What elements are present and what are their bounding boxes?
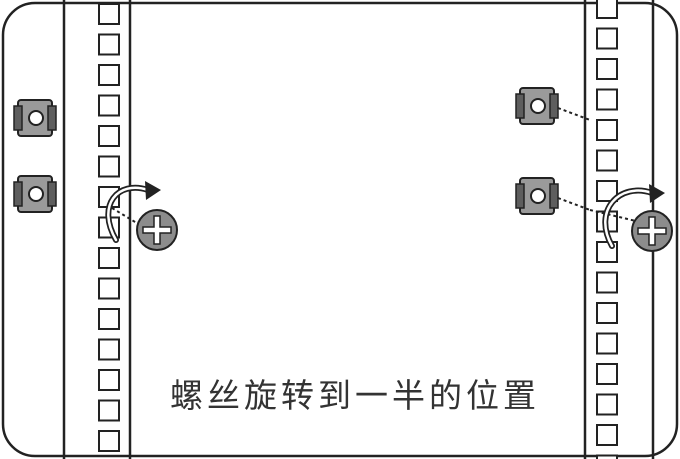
- cage-nut-icon: [13, 99, 57, 137]
- diagram-caption: 螺丝旋转到一半的位置: [170, 376, 540, 415]
- rail-hole: [98, 277, 120, 300]
- rail-hole: [596, 0, 618, 19]
- rail-hole: [596, 454, 618, 459]
- rail-hole: [596, 424, 618, 446]
- cage-nut-icon: [515, 87, 559, 125]
- right-rack-rail: [583, 0, 655, 459]
- rail-hole: [596, 363, 618, 385]
- rail-hole: [98, 125, 120, 147]
- rail-hole: [596, 27, 618, 50]
- rail-hole: [98, 3, 120, 25]
- rail-hole: [596, 149, 618, 172]
- rail-hole: [98, 155, 120, 178]
- rail-hole: [596, 180, 618, 202]
- screw-icon: [136, 209, 178, 251]
- rail-hole: [98, 430, 120, 452]
- rotation-arrow-icon: [105, 181, 161, 243]
- rail-hole: [596, 271, 618, 294]
- alignment-guide-lines: [111, 107, 641, 226]
- rail-hole: [596, 302, 618, 324]
- rail-hole: [596, 332, 618, 355]
- rail-hole: [596, 58, 618, 80]
- rail-hole: [596, 393, 618, 416]
- rotation-arrow-icon: [602, 184, 665, 249]
- rail-hole: [596, 88, 618, 111]
- rail-hole: [98, 308, 120, 330]
- rail-hole: [98, 338, 120, 361]
- cage-nut-icon: [13, 175, 57, 213]
- rail-hole: [98, 247, 120, 269]
- rail-hole: [98, 64, 120, 86]
- rail-hole: [596, 119, 618, 141]
- rail-hole: [98, 94, 120, 117]
- rail-hole: [98, 369, 120, 391]
- right-rail-holes: [596, 0, 618, 459]
- rail-hole: [98, 33, 120, 56]
- screw-icon: [631, 210, 673, 252]
- rail-hole: [98, 399, 120, 422]
- cage-nut-icon: [515, 177, 559, 215]
